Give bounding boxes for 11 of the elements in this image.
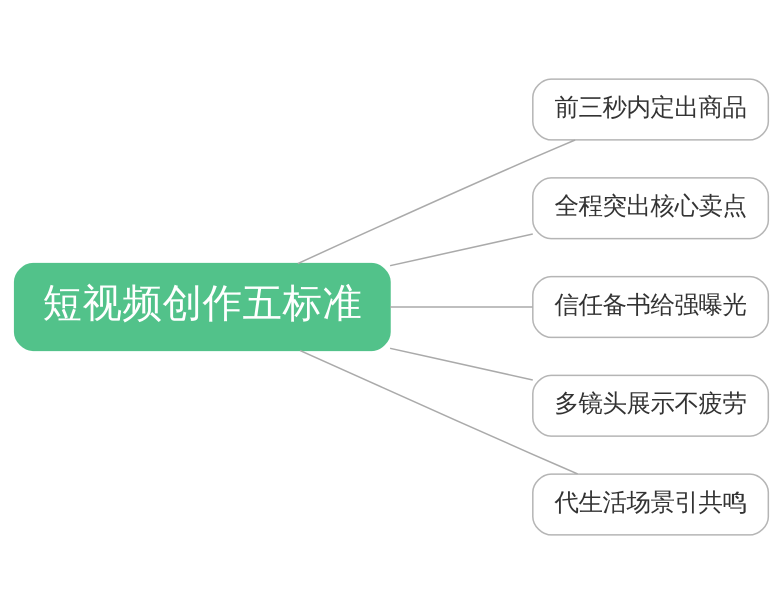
node-box: 短视频创作五标准 — [14, 262, 391, 352]
node-box: 多镜头展示不疲劳 — [532, 374, 770, 437]
connector — [390, 306, 533, 308]
node-box: 代生活场景引共鸣 — [532, 473, 770, 536]
connector — [298, 139, 576, 264]
node-box: 前三秒内定出商品 — [532, 78, 770, 141]
connector — [300, 350, 578, 475]
connector — [390, 233, 533, 266]
node-box: 全程突出核心卖点 — [532, 177, 770, 240]
connector — [390, 348, 533, 381]
node-box: 信任备书给强曝光 — [532, 276, 770, 338]
